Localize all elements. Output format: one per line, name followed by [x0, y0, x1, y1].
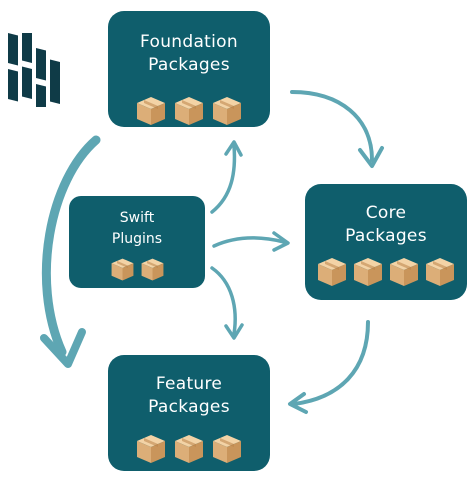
package-box-icon	[141, 258, 163, 281]
package-box-icon	[137, 435, 165, 463]
arrowhead-swift-to-feature	[224, 323, 244, 340]
swift-plugins-boxes	[69, 257, 205, 282]
arrowhead-foundation-to-feature	[40, 328, 86, 368]
package-box-icon	[175, 97, 203, 125]
package-box-icon	[137, 97, 165, 125]
feature-packages-title: Feature Packages	[148, 374, 230, 417]
package-box-icon	[390, 258, 418, 286]
core-packages-node: Core Packages	[305, 184, 467, 300]
arrowhead-swift-to-core	[272, 231, 290, 252]
package-box-icon	[318, 258, 346, 286]
arrow-foundation-to-core	[290, 90, 374, 162]
swift-plugins-node: Swift Plugins	[69, 196, 205, 288]
package-box-icon	[175, 435, 203, 463]
arrowhead-foundation-to-core	[358, 146, 384, 168]
foundation-packages-boxes	[108, 95, 270, 127]
arrow-foundation-to-feature	[41, 135, 101, 357]
package-box-icon	[111, 258, 133, 281]
arrowhead-swift-to-foundation	[224, 140, 243, 157]
core-packages-boxes	[305, 256, 467, 288]
arrowhead-core-to-feature	[288, 392, 308, 414]
feature-packages-node: Feature Packages	[108, 355, 270, 471]
core-packages-title: Core Packages	[345, 203, 427, 246]
dashlane-logo-icon	[8, 33, 60, 107]
arrow-swift-to-foundation	[210, 144, 237, 214]
arrow-swift-to-core	[212, 236, 286, 248]
package-box-icon	[426, 258, 454, 286]
package-box-icon	[213, 435, 241, 463]
arrow-swift-to-feature	[210, 266, 237, 336]
swift-plugins-title: Swift Plugins	[111, 210, 163, 247]
foundation-packages-title: Foundation Packages	[140, 32, 238, 75]
foundation-packages-node: Foundation Packages	[108, 11, 270, 127]
feature-packages-boxes	[108, 433, 270, 465]
package-box-icon	[213, 97, 241, 125]
arrow-core-to-feature	[292, 320, 370, 406]
package-box-icon	[354, 258, 382, 286]
